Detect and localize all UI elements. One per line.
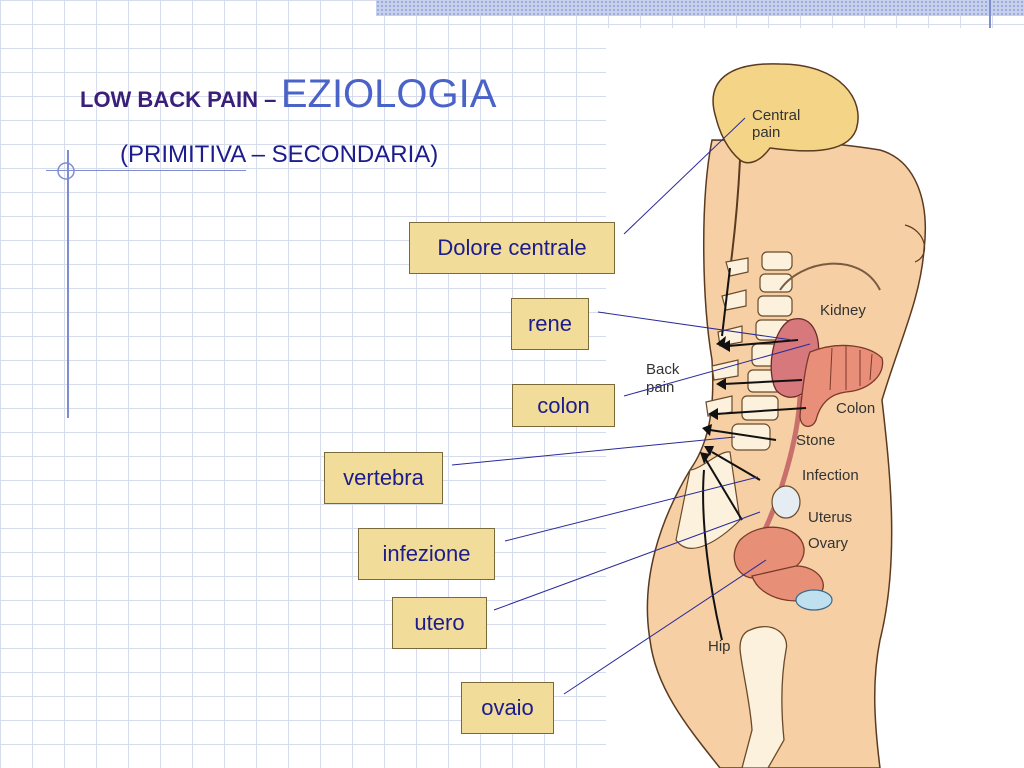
label-infezione: infezione [358, 528, 495, 580]
fig-uterus-label: Uterus [808, 509, 852, 526]
anatomy-illustration: Central pain [606, 28, 1024, 768]
fig-back-label-1: Back [646, 361, 680, 378]
label-vertebra: vertebra [324, 452, 443, 504]
fig-hip-label: Hip [708, 638, 731, 655]
label-dolore-centrale: Dolore centrale [409, 222, 615, 274]
label-colon: colon [512, 384, 615, 427]
fig-stone-label: Stone [796, 432, 835, 449]
crosshair-circle-icon [57, 162, 75, 180]
fig-infection-label: Infection [802, 467, 859, 484]
title-main: EZIOLOGIA [280, 72, 497, 116]
fig-colon-label: Colon [836, 400, 875, 417]
slide-subtitle: (PRIMITIVA – SECONDARIA) [120, 141, 439, 168]
label-ovaio: ovaio [461, 682, 554, 734]
left-vertical-rule [67, 150, 69, 418]
slide-title: LOW BACK PAIN – EZIOLOGIA [80, 72, 496, 117]
label-rene: rene [511, 298, 589, 350]
fig-back-label-2: pain [646, 379, 674, 396]
label-utero: utero [392, 597, 487, 649]
fig-central-label-1: Central [752, 107, 800, 124]
fig-central-label-2: pain [752, 124, 780, 141]
left-horizontal-rule [46, 170, 246, 171]
title-prefix: LOW BACK PAIN – [80, 87, 277, 112]
fig-ovary-label: Ovary [808, 535, 849, 552]
top-decorative-band [376, 0, 1024, 16]
fig-kidney-label: Kidney [820, 302, 866, 319]
